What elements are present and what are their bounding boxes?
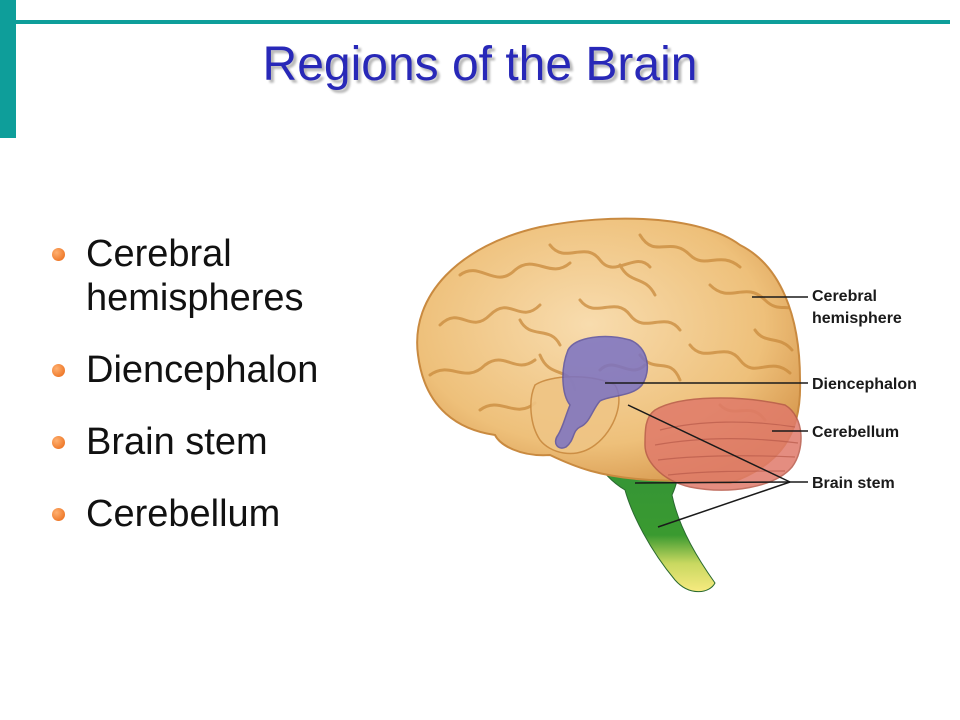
bullet-text: Cerebellum — [86, 493, 281, 535]
bullet-item-cerebral-hemispheres: Cerebral hemispheres — [46, 232, 366, 320]
label-diencephalon: Diencephalon — [812, 376, 917, 393]
bullet-dot-icon — [52, 436, 65, 449]
brain-diagram: Cerebral hemisphere Diencephalon Cerebel… — [416, 217, 917, 593]
bullet-text: Brain stem — [86, 421, 268, 463]
slide-title: Regions of the Brain — [262, 38, 698, 91]
bullet-item-cerebellum: Cerebellum — [46, 492, 366, 536]
label-leader-lines — [605, 296, 808, 528]
bullet-text: Cerebral hemispheres — [86, 233, 304, 319]
label-cerebral-line1: Cerebral — [812, 288, 877, 305]
accent-line-top — [16, 20, 950, 24]
label-brain-stem: Brain stem — [812, 475, 895, 492]
label-cerebellum: Cerebellum — [812, 424, 899, 441]
leader-line-brainstem-b — [634, 481, 791, 484]
bullet-list: Cerebral hemispheres Diencephalon Brain … — [46, 232, 366, 564]
diencephalon-shape — [554, 335, 649, 449]
label-cerebral-line2: hemisphere — [812, 310, 902, 327]
bullet-text: Diencephalon — [86, 349, 319, 391]
bullet-dot-icon — [52, 508, 65, 521]
bullet-dot-icon — [52, 364, 65, 377]
bullet-item-brain-stem: Brain stem — [46, 420, 366, 464]
brain-illustration: Cerebral hemisphere Diencephalon Cerebel… — [400, 205, 960, 605]
accent-bar-left — [0, 0, 16, 138]
bullet-dot-icon — [52, 248, 65, 261]
cerebellum-folia — [654, 421, 799, 476]
leader-line-brainstem-c — [657, 481, 791, 528]
leader-line-brainstem-a — [627, 404, 791, 483]
bullet-item-diencephalon: Diencephalon — [46, 348, 366, 392]
